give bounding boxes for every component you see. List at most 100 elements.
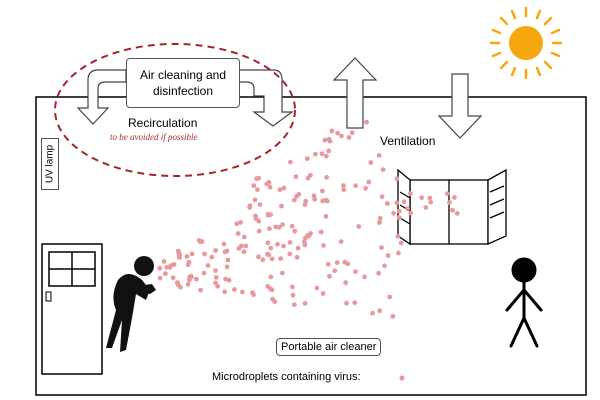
droplet	[353, 269, 358, 274]
droplet	[377, 216, 383, 221]
door-icon	[41, 243, 103, 375]
droplet	[184, 254, 190, 259]
droplet	[268, 245, 274, 251]
droplet	[332, 268, 338, 274]
droplet	[344, 300, 349, 306]
droplet	[260, 257, 266, 263]
droplet	[339, 133, 344, 139]
droplet	[293, 174, 299, 180]
droplet	[338, 239, 344, 245]
sun-icon	[489, 6, 563, 80]
droplet	[161, 259, 167, 264]
droplet	[272, 299, 278, 305]
droplet	[189, 251, 195, 257]
droplet	[223, 276, 229, 282]
droplet	[267, 226, 272, 232]
droplet	[280, 270, 285, 276]
droplet	[177, 252, 183, 258]
droplet	[450, 207, 455, 213]
down-arrow-icon	[437, 73, 483, 139]
droplet	[213, 268, 218, 273]
droplet	[356, 224, 362, 229]
droplet	[209, 254, 215, 260]
droplet	[232, 287, 237, 292]
droplet	[278, 256, 283, 261]
droplet	[294, 254, 300, 260]
droplet	[238, 220, 244, 225]
droplet	[401, 199, 407, 205]
droplet	[396, 215, 402, 221]
droplet	[170, 275, 176, 281]
droplet	[255, 187, 260, 193]
droplet	[267, 184, 273, 190]
droplet	[325, 261, 331, 267]
droplet	[202, 251, 208, 257]
droplet	[289, 284, 295, 290]
droplet	[302, 301, 308, 306]
air-cleaning-label-line1: Air cleaning and	[139, 68, 227, 82]
droplet	[408, 210, 414, 216]
droplet	[382, 263, 387, 269]
droplet	[281, 243, 286, 249]
droplet	[363, 185, 368, 191]
droplet	[318, 229, 324, 235]
droplet	[240, 289, 245, 295]
legend-droplet-icon	[399, 375, 405, 381]
droplet	[419, 195, 424, 201]
droplet	[454, 211, 460, 216]
droplet	[224, 248, 230, 254]
droplet	[423, 205, 429, 210]
droplet	[205, 263, 211, 268]
droplet	[304, 156, 310, 162]
droplet	[376, 153, 382, 158]
droplet-cloud	[157, 119, 460, 319]
droplet	[213, 280, 218, 286]
droplet	[178, 284, 183, 290]
droplet	[275, 241, 280, 247]
droplet	[320, 291, 326, 296]
droplet	[256, 254, 261, 260]
droplet	[257, 202, 263, 208]
droplet	[239, 243, 244, 249]
droplet	[287, 251, 293, 257]
droplet	[185, 282, 191, 287]
droplet	[334, 260, 340, 265]
room-outline	[35, 96, 587, 396]
droplet	[377, 308, 383, 314]
droplet	[370, 310, 375, 316]
droplet	[394, 200, 400, 206]
droplet	[292, 228, 298, 234]
droplet	[343, 280, 349, 286]
droplet	[387, 294, 393, 300]
droplet	[194, 276, 199, 282]
droplet	[376, 270, 381, 276]
droplet	[168, 263, 174, 269]
droplet	[269, 256, 275, 262]
recirculation-label: Recirculation	[128, 116, 198, 130]
droplet	[303, 198, 309, 204]
uv-lamp-box: UV lamp	[41, 138, 59, 190]
droplet	[380, 167, 386, 173]
droplet	[273, 224, 279, 230]
droplet	[408, 191, 413, 196]
droplet	[335, 130, 340, 136]
droplet	[379, 245, 384, 251]
coughing-person-icon	[106, 256, 156, 352]
air-cleaning-label-line2: disinfection	[152, 84, 214, 98]
droplet	[362, 274, 367, 280]
droplet	[444, 191, 450, 197]
droplet	[266, 180, 272, 185]
droplet	[241, 234, 247, 240]
droplet	[288, 159, 293, 165]
droplet	[280, 222, 285, 228]
droplet	[256, 228, 262, 234]
droplet	[281, 185, 287, 191]
droplet	[164, 264, 170, 270]
droplet	[198, 287, 204, 293]
droplet	[320, 198, 326, 204]
droplet	[265, 251, 270, 257]
droplet	[368, 160, 374, 165]
droplet	[385, 253, 391, 258]
droplet	[295, 245, 301, 251]
